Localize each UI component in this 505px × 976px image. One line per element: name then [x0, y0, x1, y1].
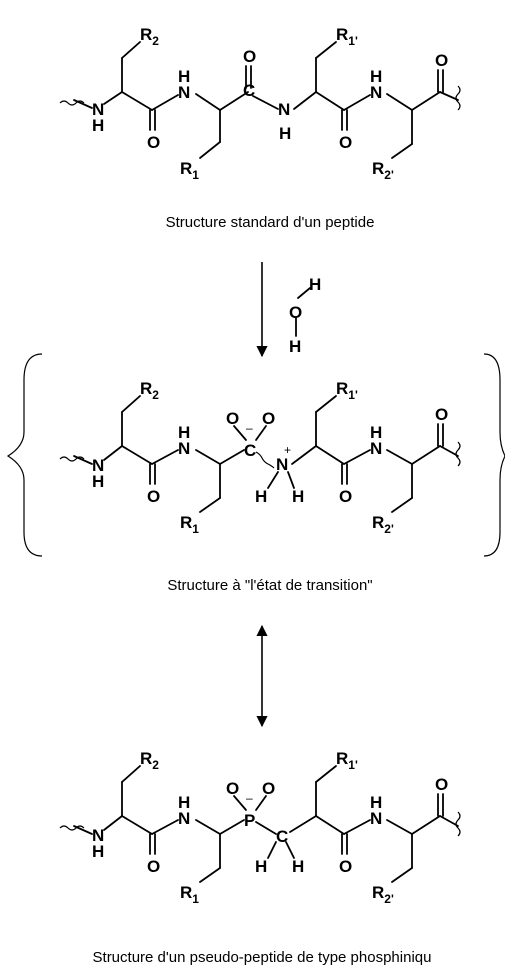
atom-n-4: N [370, 83, 382, 102]
atom-h-3: H [279, 124, 291, 143]
wavy-bond-right [455, 85, 461, 111]
atom-o-1: O [147, 133, 160, 152]
backbone-bonds [73, 91, 459, 111]
atom-h-4: H [370, 793, 382, 812]
phosphinate-bonds [233, 795, 295, 859]
atom-n-1: N [92, 100, 104, 119]
atom-n-4: N [370, 809, 382, 828]
atom-o-3: O [339, 487, 352, 506]
caption-standard-peptide: Structure standard d'un peptide [166, 214, 375, 231]
atom-h-methylene-right: H [292, 857, 304, 876]
atom-c-tetrahedral: C [244, 441, 256, 460]
water-h-bottom: H [289, 337, 301, 356]
carbonyl-bonds [149, 65, 444, 131]
water-h-top: H [309, 275, 321, 294]
atom-o-4: O [435, 51, 448, 70]
atom-o-anion: O [226, 409, 239, 428]
charge-minus: – [246, 421, 253, 435]
wavy-bond-right [455, 811, 461, 837]
carbonyl-bonds [149, 423, 444, 485]
label-r2: R2 [140, 25, 159, 48]
atom-o-3: O [339, 133, 352, 152]
atom-h-4: H [370, 423, 382, 442]
side-chain-bonds [121, 41, 413, 159]
water-o: O [289, 303, 302, 322]
atom-c-carbonyl: C [243, 81, 255, 100]
atom-o-2: O [243, 47, 256, 66]
atom-h-2: H [178, 793, 190, 812]
bracket-right [483, 353, 505, 557]
atom-o-4: O [435, 405, 448, 424]
atom-h-methylene-left: H [255, 857, 267, 876]
atom-o-3: O [339, 857, 352, 876]
atom-o-hydroxyl: O [262, 409, 275, 428]
atom-h-2: H [178, 423, 190, 442]
wavy-bond-left [59, 456, 85, 462]
label-r2-prime: R2' [372, 513, 394, 536]
caption-transition-state: Structure à "l'état de transition" [167, 577, 372, 594]
backbone-bonds [73, 815, 459, 835]
bracket-left [6, 353, 43, 557]
label-r1-prime: R1' [336, 749, 358, 772]
atom-h-ammonium-left: H [255, 487, 267, 506]
atom-n-ammonium: N [276, 455, 288, 474]
label-r2: R2 [140, 379, 159, 402]
label-r1: R1 [180, 883, 199, 906]
caption-pseudo-peptide: Structure d'un pseudo-peptide de type ph… [93, 949, 432, 966]
atom-n-2: N [178, 809, 190, 828]
label-r1: R1 [180, 513, 199, 536]
atom-h-ammonium-right: H [292, 487, 304, 506]
charge-plus: + [284, 443, 291, 457]
label-r2: R2 [140, 749, 159, 772]
water-molecule: H O H [289, 275, 321, 356]
structure-transition-state: N H N H O C O – O N + H H O N H O R2 R1 … [6, 353, 505, 557]
structure-pseudo-peptide: N H N H O P O – O C H H O N H O R2 R1 R1… [59, 749, 461, 906]
atom-n-2: N [178, 83, 190, 102]
atom-h-4: H [370, 67, 382, 86]
atom-n-4: N [370, 439, 382, 458]
side-chain-bonds [121, 765, 413, 883]
atom-n-2: N [178, 439, 190, 458]
atom-n-3: N [278, 100, 290, 119]
side-chain-bonds [121, 395, 413, 513]
label-r1: R1 [180, 159, 199, 182]
carbonyl-bonds [149, 793, 444, 855]
label-r1-prime: R1' [336, 379, 358, 402]
atom-o-1: O [147, 857, 160, 876]
atom-h-1: H [92, 842, 104, 861]
backbone-bonds [73, 445, 459, 469]
atom-h-2: H [178, 67, 190, 86]
atom-o-1: O [147, 487, 160, 506]
atom-o-anion: O [226, 779, 239, 798]
charge-minus: – [246, 791, 253, 805]
atom-o-4: O [435, 775, 448, 794]
structure-standard-peptide: N H N H O C O N H O N H O R2 R1 R1' R2' [59, 25, 461, 182]
label-r1-prime: R1' [336, 25, 358, 48]
wavy-bond-left [59, 825, 85, 831]
atom-h-1: H [92, 116, 104, 135]
wavy-bond-left [59, 100, 85, 106]
atom-c-methylene: C [276, 827, 288, 846]
wavy-bond-right [455, 441, 461, 467]
atom-o-double: O [262, 779, 275, 798]
tetrahedral-bonds [233, 425, 295, 489]
atom-n-1: N [92, 456, 104, 475]
label-r2-prime: R2' [372, 159, 394, 182]
atom-h-1: H [92, 472, 104, 491]
label-r2-prime: R2' [372, 883, 394, 906]
atom-n-1: N [92, 826, 104, 845]
atom-p: P [244, 811, 255, 830]
